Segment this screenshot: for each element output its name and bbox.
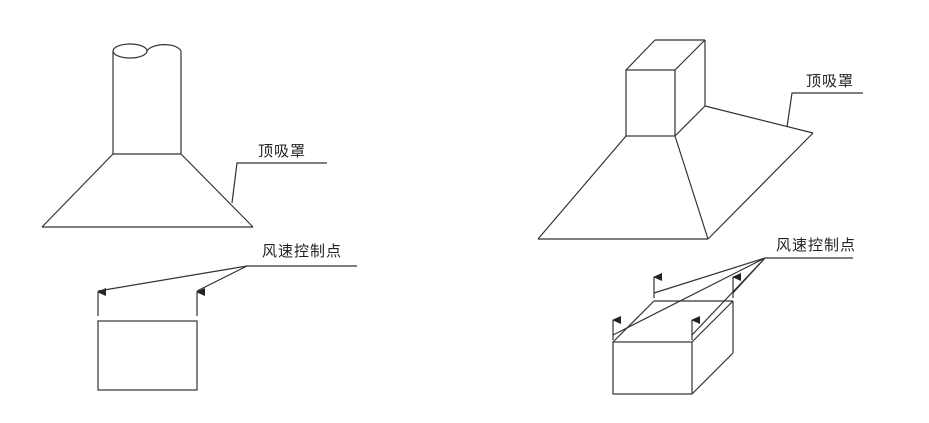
round-hood-control-box [97, 265, 357, 391]
hood-label-left: 顶吸罩 [258, 142, 307, 160]
control-point-label-left: 风速控制点 [262, 242, 343, 260]
control-point-label-right: 风速控制点 [776, 236, 857, 254]
round-hood-figure [41, 43, 327, 228]
hood-leader-line [786, 92, 863, 128]
hood-label-right: 顶吸罩 [806, 72, 855, 90]
hood-leader-line [231, 162, 327, 204]
rectangular-hood-control-box [612, 257, 853, 395]
rectangular-hood-figure [537, 39, 863, 240]
